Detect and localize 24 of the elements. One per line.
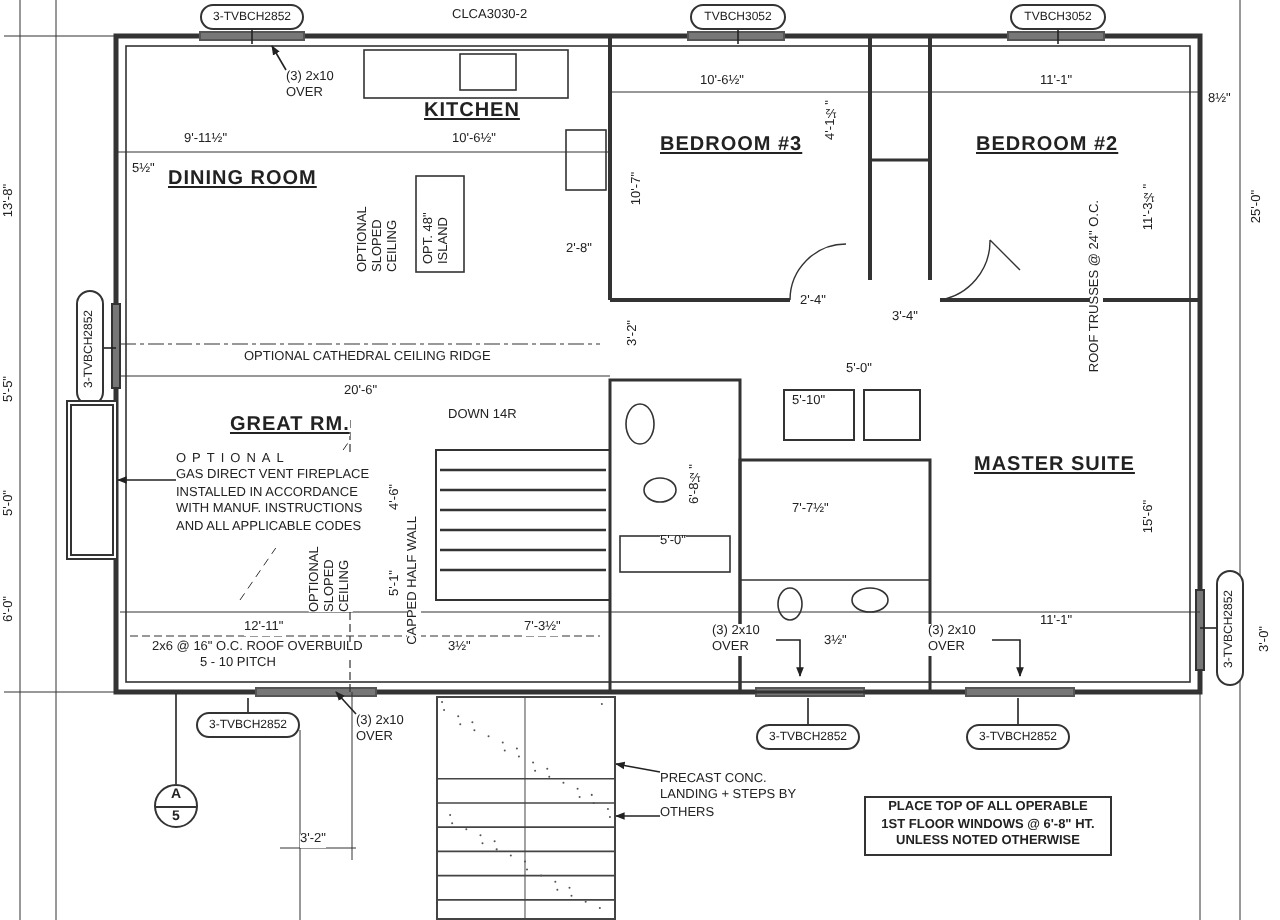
room-name: KITCHEN <box>424 102 520 122</box>
leader-line <box>1199 627 1217 629</box>
leader-line <box>103 347 117 349</box>
room-name: BEDROOM #2 <box>976 136 1119 156</box>
landing-steps <box>436 696 616 920</box>
leader-arrow <box>615 761 661 773</box>
leader-line <box>807 697 809 725</box>
leader-line <box>1017 697 1019 725</box>
leader-line <box>1057 29 1059 45</box>
room-name: BEDROOM #3 <box>660 136 803 156</box>
leader-line <box>737 29 739 45</box>
leader-line <box>247 697 249 713</box>
leader-arrow <box>335 691 357 715</box>
leader-line <box>251 29 253 45</box>
fireplace-box <box>66 400 118 560</box>
leader-arrow <box>117 476 177 484</box>
leader-line <box>175 693 177 785</box>
leader-arrow <box>775 639 804 677</box>
room-name: DINING ROOM <box>168 170 317 190</box>
room-name: MASTER SUITE <box>974 456 1135 476</box>
leader-arrow <box>991 639 1024 677</box>
leader-arrow <box>615 812 661 820</box>
leader-arrow <box>271 45 287 71</box>
room-name: GREAT RM. <box>230 416 350 436</box>
